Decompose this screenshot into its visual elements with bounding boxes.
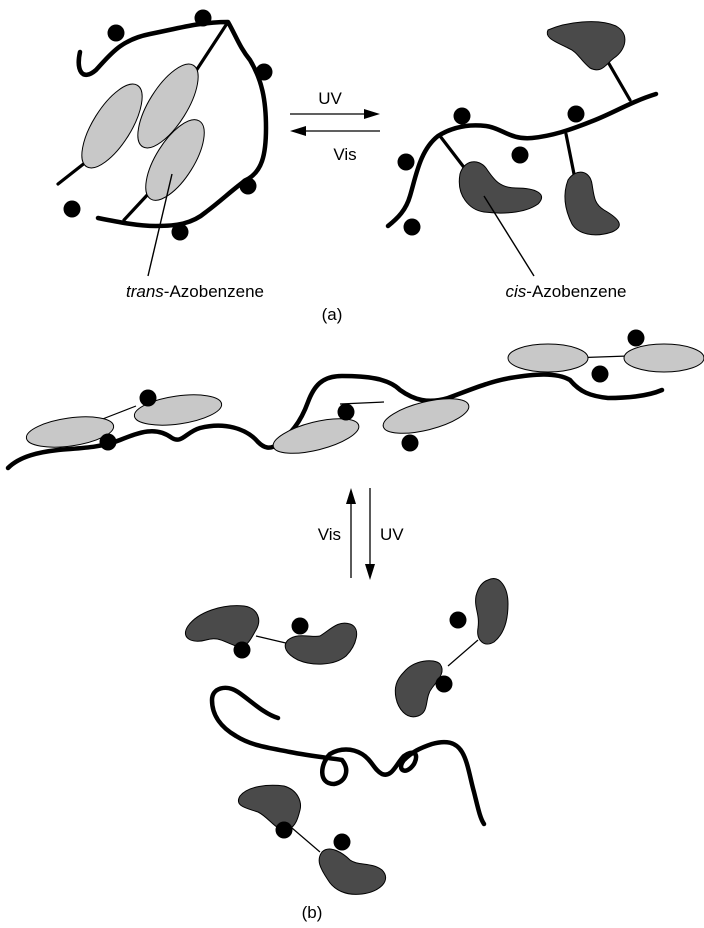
negative-charge-icon xyxy=(234,642,251,659)
panel-b-label: (b) xyxy=(302,903,323,922)
negative-charge-icon xyxy=(276,822,293,839)
cis-azobenzene-mid xyxy=(459,162,541,213)
negative-charge-icon xyxy=(172,224,189,241)
negative-charge-icon xyxy=(140,390,157,407)
negative-charge-icon xyxy=(100,434,117,451)
cis-azobenzene-label: cis-Azobenzene xyxy=(506,282,627,301)
negative-charge-icon xyxy=(568,106,585,123)
negative-charge-icon xyxy=(338,404,355,421)
trans-azobenzene-b6 xyxy=(624,344,704,372)
cis-azobenzene-right xyxy=(565,172,619,235)
cis-azobenzene-c4 xyxy=(395,661,442,717)
cis-linker-right xyxy=(566,134,574,174)
cis-azobenzene-c1 xyxy=(185,606,258,647)
negative-charge-icon xyxy=(256,64,273,81)
reverse-vis-arrow xyxy=(290,126,380,136)
cis-pair-3-link xyxy=(292,828,320,852)
cis-pair-1-link xyxy=(256,636,290,644)
forward-uv-arrow xyxy=(290,109,380,119)
negative-charge-icon xyxy=(592,366,609,383)
negative-charge-icon xyxy=(450,612,467,629)
negative-charge-icon xyxy=(404,219,421,236)
cis-polymer-assembly xyxy=(388,22,656,276)
negative-charge-icon xyxy=(398,154,415,171)
cis-linker-mid xyxy=(440,136,466,170)
trans-pair-1-link xyxy=(100,406,136,420)
cis-azobenzene-top xyxy=(547,22,625,70)
negative-charge-icon xyxy=(108,25,125,42)
negative-charge-icon xyxy=(64,201,81,218)
negative-charge-icon xyxy=(402,435,419,452)
negative-charge-icon xyxy=(195,10,212,27)
trans-linker-bottom xyxy=(124,192,150,220)
cis-azobenzene-c6 xyxy=(319,849,386,894)
negative-charge-icon xyxy=(334,834,351,851)
negative-charge-icon xyxy=(436,676,453,693)
cis-dissociated-assembly xyxy=(185,579,508,895)
reverse-arrow-label: Vis xyxy=(333,145,356,164)
trans-azobenzene-b5 xyxy=(508,344,588,372)
forward-arrow-label: UV xyxy=(318,89,342,108)
up-arrow-label: Vis xyxy=(318,525,341,544)
trans-linker-left xyxy=(58,162,86,184)
negative-charge-icon xyxy=(454,108,471,125)
cis-azobenzene-c5 xyxy=(238,785,300,830)
down-uv-arrow xyxy=(365,488,375,580)
negative-charge-icon xyxy=(240,178,257,195)
down-arrow-label: UV xyxy=(380,525,404,544)
cis-azobenzene-c3 xyxy=(476,579,508,644)
negative-charge-icon xyxy=(512,147,529,164)
negative-charge-icon xyxy=(628,330,645,347)
cis-linker-top xyxy=(608,62,630,100)
trans-azobenzene-label: trans-Azobenzene xyxy=(126,282,264,301)
trans-chain-assembly xyxy=(8,330,704,469)
up-vis-arrow xyxy=(346,488,356,578)
trans-polymer-assembly xyxy=(58,10,273,277)
panel-a-label: (a) xyxy=(322,305,343,324)
negative-charge-icon xyxy=(292,618,309,635)
cis-pair-2-link xyxy=(448,640,478,666)
